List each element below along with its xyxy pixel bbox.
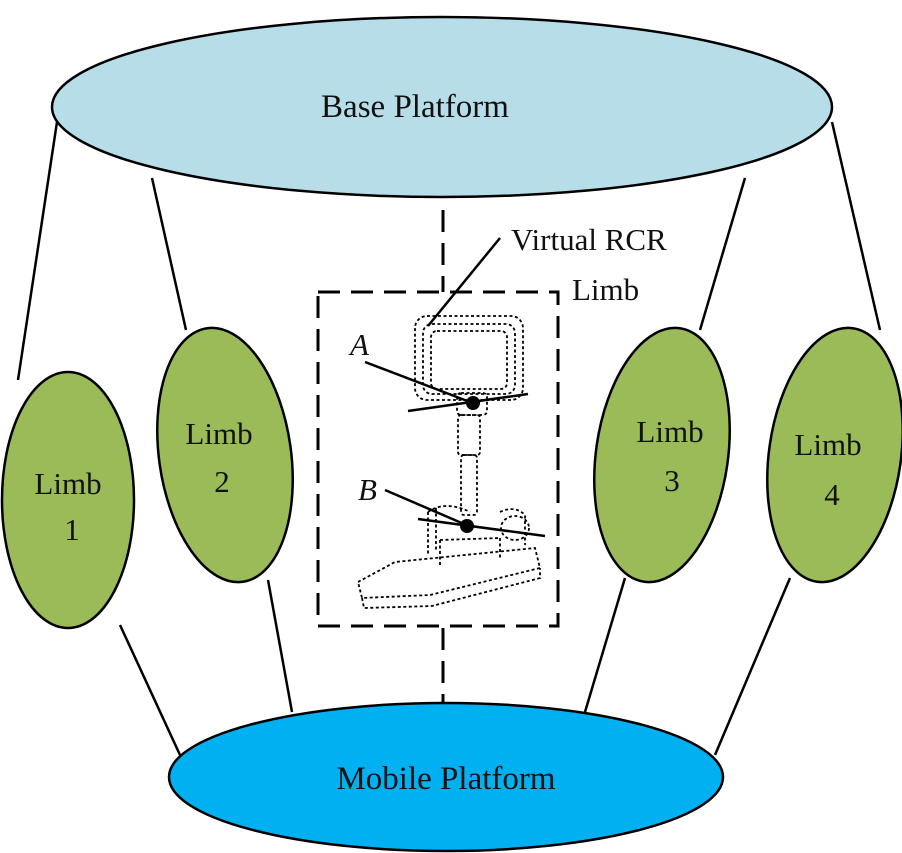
point-b-leader [384, 488, 465, 526]
limb-4-label-line1: Limb [794, 427, 861, 462]
mechanism-column-lower [460, 454, 478, 516]
limb-3-shape [593, 326, 731, 584]
mechanism-frame-screen [430, 330, 508, 390]
mechanism-base-plate [356, 547, 542, 599]
mechanism-base-plate-edge [361, 568, 541, 609]
mechanism-base-stand [439, 537, 501, 565]
limb-1: Limb 1 [0, 370, 136, 630]
virtual-rcr-box [316, 290, 560, 628]
rcr-mechanism-sketch [356, 315, 546, 609]
mechanism-joint-b-yoke [427, 505, 526, 555]
limb-2-label-line2: 2 [214, 464, 230, 499]
mechanism-frame-outer [414, 315, 524, 401]
mobile-platform-shape [167, 701, 725, 853]
limb-links [16, 121, 882, 756]
virtual-rcr-label-line2: Limb [572, 272, 639, 307]
point-a-label: A [348, 327, 370, 362]
link-limb3-mobile [583, 577, 627, 713]
limb-1-shape [0, 370, 136, 630]
link-base-limb1 [16, 121, 59, 381]
point-a-leader [364, 360, 471, 404]
limb-1-label-line1: Limb [34, 466, 101, 501]
limb-1-label-line2: 1 [64, 512, 80, 547]
limb-4-label-line2: 4 [824, 477, 840, 512]
limb-4: Limb 4 [766, 326, 902, 584]
link-base-limb2 [150, 177, 188, 331]
limb-3: Limb 3 [593, 326, 731, 584]
limb-2: Limb 2 [156, 326, 294, 584]
limb-2-shape [156, 326, 294, 584]
base-platform: Base Platform [50, 15, 834, 199]
axis-line-b [417, 517, 546, 538]
point-b-label: B [358, 472, 377, 507]
link-limb4-mobile [713, 577, 792, 756]
link-base-limb4 [830, 121, 882, 331]
limb-3-label-line1: Limb [636, 414, 703, 449]
joint-a-dot [466, 396, 480, 410]
link-limb2-mobile [266, 579, 294, 713]
mobile-platform-label: Mobile Platform [336, 761, 555, 797]
base-platform-label: Base Platform [321, 89, 509, 125]
virtual-rcr-label-line1: Virtual RCR [511, 222, 667, 257]
joint-b-dot [460, 519, 474, 533]
base-platform-shape [50, 15, 834, 199]
mechanism-frame-inner [422, 323, 516, 395]
link-base-limb3 [698, 177, 747, 331]
limb-2-label-line1: Limb [185, 416, 252, 451]
virtual-rcr-leader [427, 237, 501, 327]
mechanism-joint-b-hub [500, 515, 530, 541]
link-limb1-mobile [118, 624, 182, 756]
limb-4-shape [766, 326, 902, 584]
mobile-platform: Mobile Platform [167, 701, 725, 853]
limb-3-label-line2: 3 [664, 463, 680, 498]
mechanism-column-upper [457, 414, 481, 456]
